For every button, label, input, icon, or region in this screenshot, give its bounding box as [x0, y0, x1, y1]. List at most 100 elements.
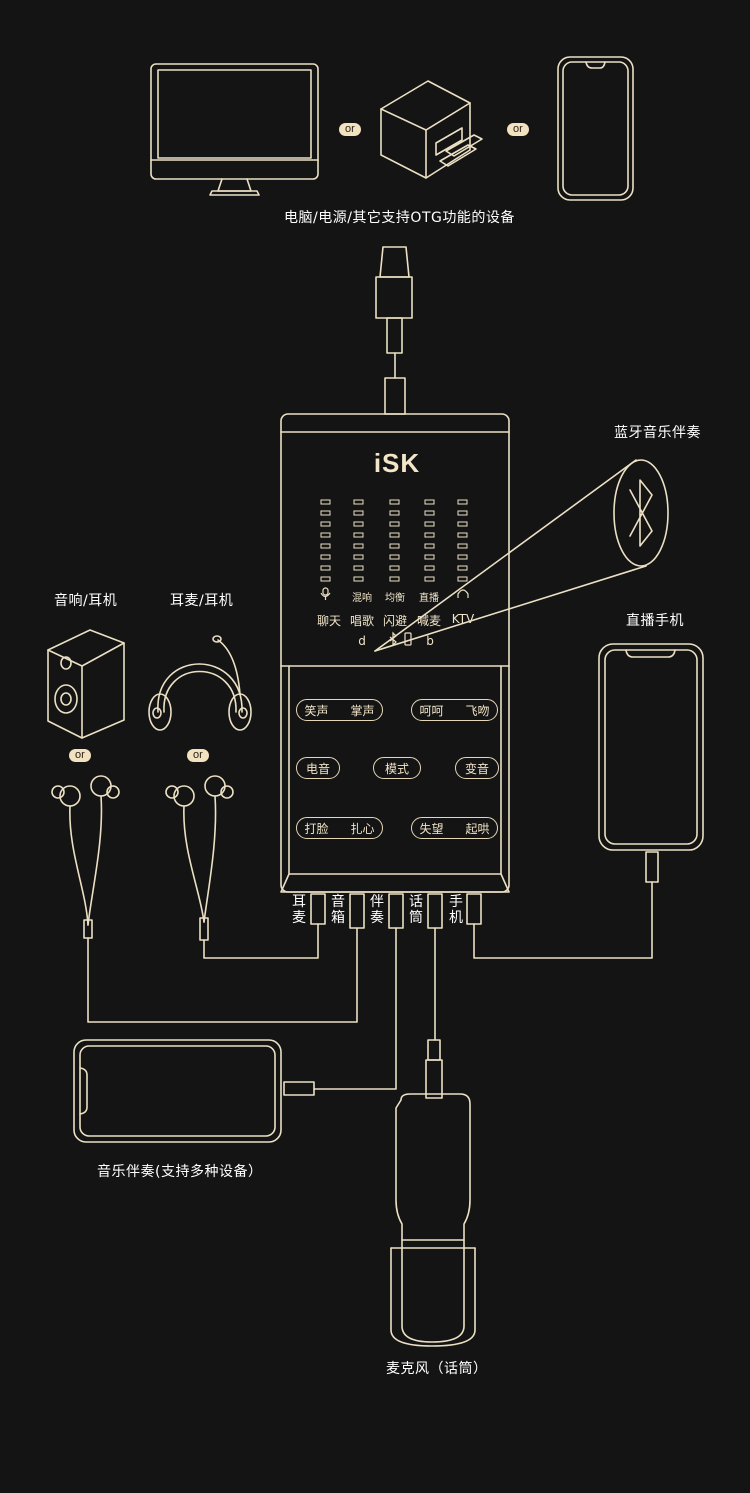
meter-led: [457, 510, 468, 516]
headphone-icon: [457, 589, 469, 598]
meter-led: [353, 510, 364, 516]
meter-led: [389, 543, 400, 549]
slap-label: 打脸: [304, 821, 329, 836]
laugh-label: 笑声: [304, 703, 329, 718]
or-badge: or: [187, 749, 209, 762]
speaker-label: 音响/耳机: [54, 593, 118, 609]
meter-led: [457, 554, 468, 560]
meter-led: [424, 565, 435, 571]
mode-sing: 唱歌: [349, 614, 374, 628]
bluetooth-label: 蓝牙音乐伴奏: [614, 425, 701, 441]
meter-led: [389, 521, 400, 527]
meter-led: [457, 499, 468, 505]
port-accompaniment-label: 伴奏: [370, 894, 384, 926]
microphone-icon: [320, 587, 331, 600]
meter-led: [320, 565, 331, 571]
meter-label-live: 直播: [419, 593, 439, 604]
port-phone-label: 手机: [449, 894, 463, 926]
port-headset-label: 耳麦: [292, 894, 306, 926]
meter-led: [457, 532, 468, 538]
port-speaker-label: 音箱: [331, 894, 345, 926]
cheer-label: 起哄: [465, 821, 490, 836]
meter-label-eq: 均衡: [385, 593, 405, 604]
meter-led: [389, 510, 400, 516]
kiss-label: 飞吻: [465, 703, 490, 718]
mode-shout: 喊麦: [416, 614, 441, 628]
indicator-d: d: [358, 634, 366, 648]
sound-card-device: [280, 413, 510, 893]
disappoint-cheer-button[interactable]: 失望 起哄: [411, 817, 498, 839]
mode-chat: 聊天: [316, 614, 341, 628]
level-meters: [320, 499, 468, 582]
meter-led: [320, 499, 331, 505]
meter-label-reverb: 混响: [352, 593, 372, 604]
heartbreak-label: 扎心: [350, 821, 375, 836]
mode-label: 模式: [384, 761, 409, 776]
haha-label: 呵呵: [419, 703, 444, 718]
meter-led: [353, 576, 364, 582]
accompaniment-phone-icon: [73, 927, 397, 1143]
smartphone-icon: [557, 56, 634, 201]
meter-led: [320, 576, 331, 582]
device-logo: iSK: [373, 448, 421, 478]
earphones-left-icon: [51, 775, 358, 1023]
meter-led: [320, 510, 331, 516]
power-adapter-icon: [380, 80, 483, 179]
electro-button[interactable]: 电音: [296, 757, 340, 779]
meter-led: [389, 532, 400, 538]
meter-led: [457, 543, 468, 549]
mode-duck: 闪避: [382, 614, 407, 628]
live-phone-label: 直播手机: [626, 613, 684, 629]
meter-led: [353, 554, 364, 560]
meter-led: [320, 554, 331, 560]
voice-change-button[interactable]: 变音: [455, 757, 499, 779]
meter-led: [457, 576, 468, 582]
or-badge: or: [339, 123, 361, 136]
meter-led: [424, 554, 435, 560]
source-devices-label: 电脑/电源/其它支持OTG功能的设备: [284, 210, 515, 226]
laugh-applause-button[interactable]: 笑声 掌声: [296, 699, 383, 721]
meter-led: [424, 532, 435, 538]
slap-heartbreak-button[interactable]: 打脸 扎心: [296, 817, 383, 839]
meter-led: [320, 543, 331, 549]
disappoint-label: 失望: [419, 821, 444, 836]
speaker-icon: [47, 629, 125, 739]
meter-led: [320, 532, 331, 538]
electro-label: 电音: [305, 761, 330, 776]
or-badge: or: [507, 123, 529, 136]
usb-cable: [375, 246, 413, 415]
meter-led: [389, 499, 400, 505]
accompaniment-label: 音乐伴奏(支持多种设备）: [97, 1164, 263, 1180]
voice-change-label: 变音: [464, 761, 489, 776]
mode-ktv: KTV: [451, 612, 475, 626]
or-badge: or: [69, 749, 91, 762]
meter-led: [424, 521, 435, 527]
applause-label: 掌声: [350, 703, 375, 718]
bluetooth-icon: [389, 631, 397, 647]
bluetooth-beam: [374, 459, 669, 652]
haha-kiss-button[interactable]: 呵呵 飞吻: [411, 699, 498, 721]
mode-button[interactable]: 模式: [373, 757, 421, 779]
earphones-right-icon: [165, 775, 319, 959]
phone-icon: [404, 632, 412, 646]
meter-led: [424, 499, 435, 505]
meter-led: [320, 521, 331, 527]
headset-icon: [148, 635, 252, 731]
computer-monitor-icon: [150, 63, 319, 196]
port-microphone-label: 话筒: [409, 894, 423, 926]
meter-led: [457, 565, 468, 571]
meter-led: [353, 521, 364, 527]
meter-led: [389, 554, 400, 560]
microphone-icon-large: [390, 927, 476, 1347]
meter-led: [424, 543, 435, 549]
meter-led: [389, 576, 400, 582]
meter-led: [353, 565, 364, 571]
microphone-label: 麦克风（话筒）: [386, 1361, 488, 1377]
meter-led: [353, 543, 364, 549]
indicator-b: b: [426, 634, 434, 648]
live-phone-icon: [473, 643, 704, 959]
meter-led: [424, 510, 435, 516]
meter-led: [353, 532, 364, 538]
meter-led: [457, 521, 468, 527]
